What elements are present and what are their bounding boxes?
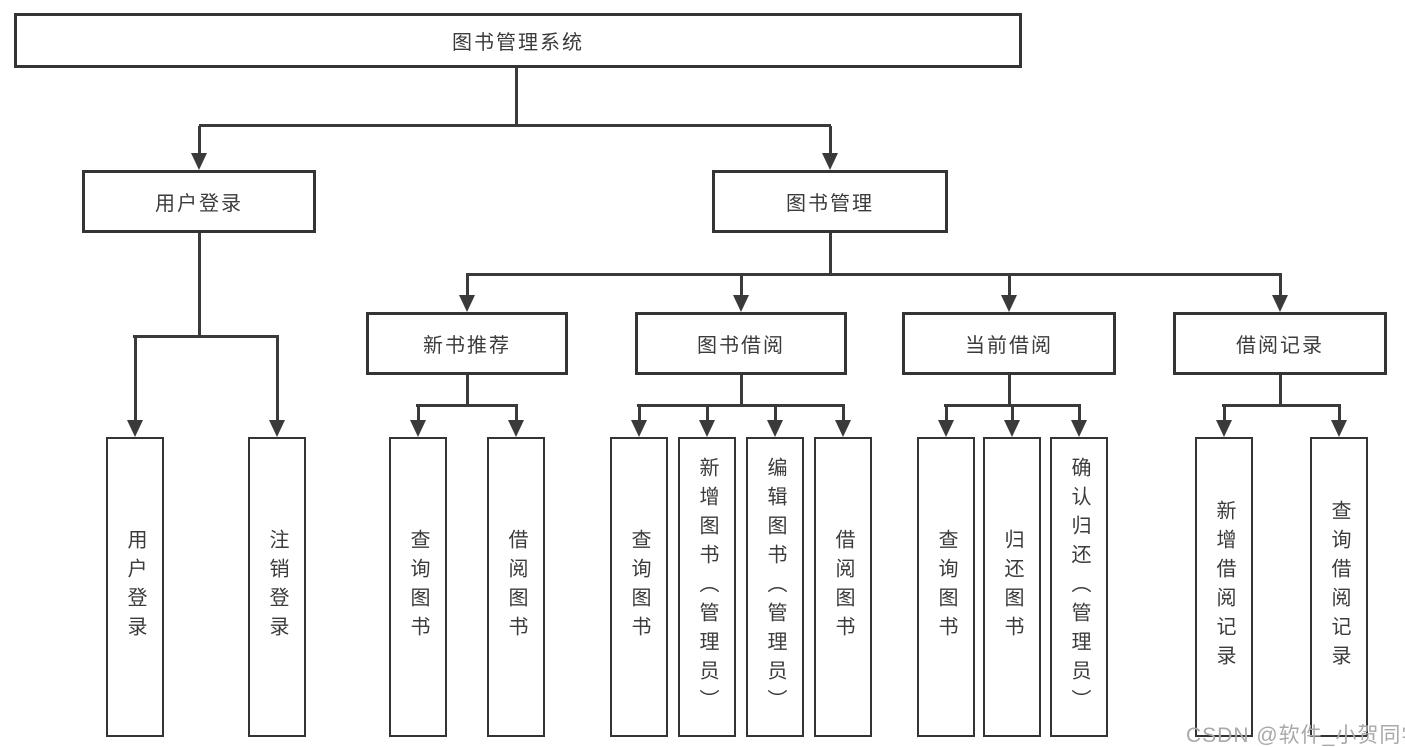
- connector-current-borrow-stem: [1007, 375, 1011, 406]
- arrow-down-icon: [508, 420, 524, 437]
- leaf-edit-book-admin: 编辑图书（管理员）: [746, 437, 804, 737]
- connector-drop: [773, 406, 777, 422]
- connector-drop: [416, 406, 420, 422]
- leaf-user-login-label: 用户登录: [124, 529, 146, 645]
- node-new-book-recommend-label: 新书推荐: [423, 335, 511, 357]
- leaf-recommend-query-book-label: 查询图书: [407, 529, 429, 645]
- arrow-down-icon: [699, 420, 715, 437]
- root-node-library-system: 图书管理系统: [14, 13, 1022, 68]
- connector-book-mgmt-stem: [828, 233, 832, 275]
- leaf-recommend-query-book: 查询图书: [389, 437, 447, 737]
- connector-current-borrow-rail: [944, 404, 1081, 407]
- connector-drop-leaf-logout: [275, 337, 279, 422]
- leaf-recommend-borrow-book-label: 借阅图书: [505, 529, 527, 645]
- csdn-watermark: CSDN @软件_小贺同学: [1186, 724, 1405, 747]
- connector-drop-leaf-user-login: [133, 337, 137, 422]
- node-user-login: 用户登录: [82, 170, 316, 233]
- arrow-down-icon: [1272, 295, 1288, 312]
- arrow-down-icon: [835, 420, 851, 437]
- leaf-add-borrow-record: 新增借阅记录: [1195, 437, 1253, 737]
- leaf-current-query-book: 查询图书: [917, 437, 975, 737]
- connector-drop: [637, 406, 641, 422]
- arrow-down-icon: [938, 420, 954, 437]
- connector-drop-current-borrow: [1007, 275, 1011, 297]
- leaf-user-login: 用户登录: [106, 437, 164, 737]
- leaf-query-borrow-record: 查询借阅记录: [1310, 437, 1368, 737]
- leaf-query-borrow-record-label: 查询借阅记录: [1328, 500, 1350, 674]
- arrow-down-icon: [269, 420, 285, 437]
- connector-drop: [1077, 406, 1081, 422]
- leaf-logout-label: 注销登录: [266, 529, 288, 645]
- connector-drop: [1337, 406, 1341, 422]
- leaf-borrow-book-label: 借阅图书: [832, 529, 854, 645]
- leaf-return-book: 归还图书: [983, 437, 1041, 737]
- leaf-logout: 注销登录: [248, 437, 306, 737]
- connector-recommend-rail: [416, 404, 518, 407]
- arrow-down-icon: [822, 153, 838, 170]
- node-current-borrow: 当前借阅: [902, 312, 1116, 375]
- leaf-current-query-book-label: 查询图书: [935, 529, 957, 645]
- node-book-management-label: 图书管理: [786, 193, 874, 215]
- connector-user-login-stem: [197, 233, 201, 337]
- connector-drop: [1010, 406, 1014, 422]
- connector-drop-new-book: [465, 275, 469, 297]
- connector-user-login-rail: [133, 335, 279, 338]
- arrow-down-icon: [767, 420, 783, 437]
- node-new-book-recommend: 新书推荐: [366, 312, 568, 375]
- connector-drop-user-login: [197, 126, 201, 155]
- leaf-edit-book-admin-label: 编辑图书（管理员）: [764, 456, 786, 718]
- node-book-borrow-label: 图书借阅: [697, 335, 785, 357]
- connector-book-borrow-rail: [637, 404, 845, 407]
- leaf-add-book-admin: 新增图书（管理员）: [678, 437, 736, 737]
- leaf-borrow-query-book: 查询图书: [610, 437, 668, 737]
- connector-drop: [841, 406, 845, 422]
- connector-root-stem: [514, 68, 518, 126]
- leaf-borrow-query-book-label: 查询图书: [628, 529, 650, 645]
- arrow-down-icon: [631, 420, 647, 437]
- leaf-confirm-return-admin-label: 确认归还（管理员）: [1068, 456, 1090, 718]
- leaf-add-borrow-record-label: 新增借阅记录: [1213, 500, 1235, 674]
- connector-drop: [1222, 406, 1226, 422]
- arrow-down-icon: [1071, 420, 1087, 437]
- connector-drop: [705, 406, 709, 422]
- connector-borrow-record-rail: [1222, 404, 1341, 407]
- leaf-borrow-book: 借阅图书: [814, 437, 872, 737]
- arrow-down-icon: [127, 420, 143, 437]
- node-book-management: 图书管理: [712, 170, 948, 233]
- leaf-recommend-borrow-book: 借阅图书: [487, 437, 545, 737]
- connector-drop-book-management: [828, 126, 832, 155]
- connector-drop-book-borrow: [739, 275, 743, 297]
- arrow-down-icon: [459, 295, 475, 312]
- node-book-borrow: 图书借阅: [635, 312, 847, 375]
- arrow-down-icon: [1004, 420, 1020, 437]
- leaf-return-book-label: 归还图书: [1001, 529, 1023, 645]
- node-current-borrow-label: 当前借阅: [965, 335, 1053, 357]
- node-user-login-label: 用户登录: [155, 193, 243, 215]
- node-borrow-record-label: 借阅记录: [1236, 335, 1324, 357]
- connector-root-rail: [199, 124, 831, 127]
- arrow-down-icon: [733, 295, 749, 312]
- connector-drop: [514, 406, 518, 422]
- arrow-down-icon: [410, 420, 426, 437]
- connector-borrow-record-stem: [1278, 375, 1282, 406]
- connector-book-borrow-stem: [739, 375, 743, 406]
- arrow-down-icon: [191, 153, 207, 170]
- leaf-add-book-admin-label: 新增图书（管理员）: [696, 456, 718, 718]
- connector-drop-borrow-record: [1278, 275, 1282, 297]
- connector-drop: [944, 406, 948, 422]
- connector-recommend-stem: [465, 375, 469, 406]
- leaf-confirm-return-admin: 确认归还（管理员）: [1050, 437, 1108, 737]
- arrow-down-icon: [1216, 420, 1232, 437]
- connector-book-mgmt-rail: [466, 273, 1282, 276]
- arrow-down-icon: [1001, 295, 1017, 312]
- node-borrow-record: 借阅记录: [1173, 312, 1387, 375]
- root-node-label: 图书管理系统: [452, 32, 584, 54]
- arrow-down-icon: [1331, 420, 1347, 437]
